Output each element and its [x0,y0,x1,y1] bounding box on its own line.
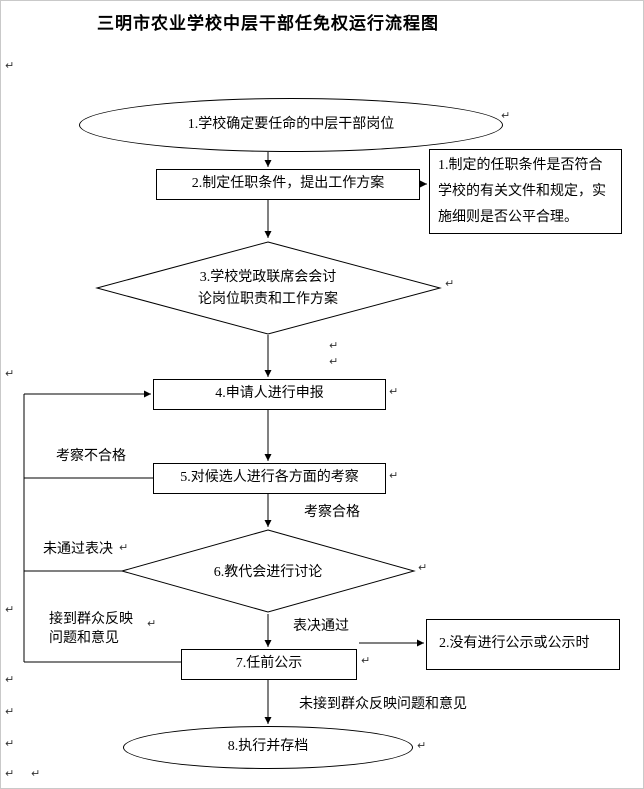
edge-label-inspection-fail: 考察不合格 [56,449,126,464]
paragraph-mark-icon: ↵ [5,705,15,718]
side-note-1: 1.制定的任职条件是否符合学校的有关文件和规定，实施细则是否公平合理。 [429,149,622,234]
page-title: 三明市农业学校中层干部任免权运行流程图 [97,14,439,33]
edge-label-no-feedback: 未接到群众反映问题和意见 [299,697,467,712]
node-step4-rect: 4.申请人进行申报 [153,379,386,410]
decision-6-shape [120,529,416,613]
paragraph-mark-icon: ↵ [418,561,428,574]
paragraph-mark-icon: ↵ [5,59,15,72]
paragraph-mark-icon: ↵ [389,385,399,398]
paragraph-mark-icon: ↵ [5,603,15,616]
edge-label-inspection-pass: 考察合格 [304,505,360,520]
decision-3-shape [95,241,442,335]
paragraph-mark-icon: ↵ [119,541,129,554]
paragraph-mark-icon: ↵ [417,739,427,752]
decision-3-label: 3.学校党政联席会会讨论岗位职责和工作方案 [198,270,338,307]
paragraph-mark-icon: ↵ [501,109,511,122]
paragraph-mark-icon: ↵ [31,767,41,780]
paragraph-mark-icon: ↵ [5,673,15,686]
paragraph-mark-icon: ↵ [389,469,399,482]
node-start-ellipse: 1.学校确定要任命的中层干部岗位 [79,98,503,152]
node-step2-rect: 2.制定任职条件，提出工作方案 [156,169,420,200]
node-end-ellipse: 8.执行并存档 [123,726,413,769]
decision-6-label: 6.教代会进行讨论 [213,565,323,580]
paragraph-mark-icon: ↵ [361,654,371,667]
edge-label-vote-fail: 未通过表决 [43,542,113,557]
paragraph-mark-icon: ↵ [5,767,15,780]
paragraph-mark-icon: ↵ [5,367,15,380]
paragraph-mark-icon: ↵ [445,277,455,290]
paragraph-mark-icon: ↵ [5,737,15,750]
edge-label-vote-pass: 表决通过 [293,619,349,634]
paragraph-mark-icon: ↵ [147,617,157,630]
node-step5-rect: 5.对候选人进行各方面的考察 [153,463,386,494]
node-step7-rect: 7.任前公示 [181,649,357,680]
side-note-2: 2.没有进行公示或公示时 [426,619,620,670]
paragraph-mark-icon: ↵ [329,339,339,352]
paragraph-mark-icon: ↵ [329,355,339,368]
edge-label-feedback-received: 接到群众反映问题和意见 [49,612,133,646]
